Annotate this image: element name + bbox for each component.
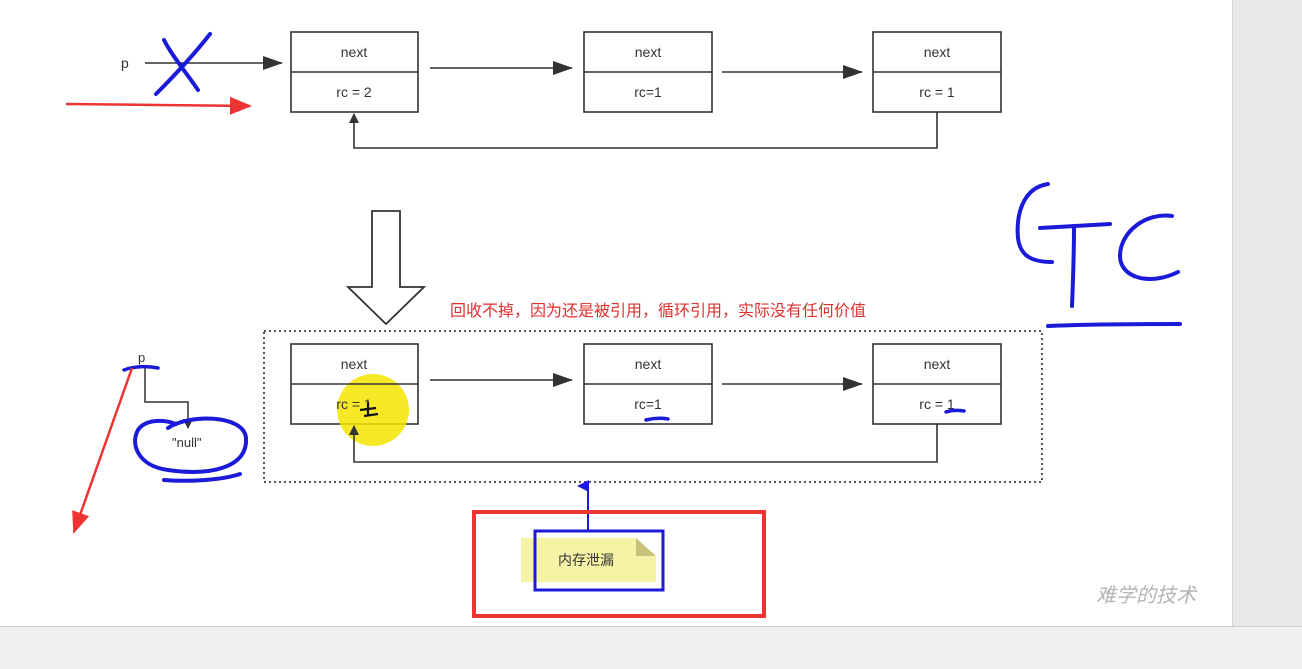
null-label: "null" [172,435,202,450]
blue-underline-mark [644,416,670,422]
pointer-to-null-arrow [144,368,193,429]
top-node-1: next rc = 2 [290,31,419,113]
node-rc-label: rc=1 [634,84,662,100]
blue-underline-mark [944,408,966,414]
node-rc-label: rc = 1 [919,84,955,100]
handwritten-minus-mark [359,402,379,418]
top-node-2: next rc=1 [583,31,713,113]
node-next-label: next [635,356,662,372]
top-node-3: next rc = 1 [872,31,1002,113]
handwritten-gc [1015,182,1182,328]
blue-pointer-underline [122,364,160,372]
bottom-node-3: next rc = 1 [872,343,1002,425]
annotation-text: 回收不掉，因为还是被引用，循环引用，实际没有任何价值 [450,301,866,320]
slide-canvas: p next rc = 2 next rc=1 [0,0,1232,626]
memory-leak-callout: 内存泄漏 [472,510,766,618]
red-marker-arrow-bottom [72,367,134,534]
node-next-label: next [635,44,662,60]
right-scroll-rail[interactable] [1232,0,1302,626]
node-rc-label: rc = 1 [919,396,955,412]
node-next-label: next [341,356,368,372]
top-pointer-label: p [121,55,129,71]
top-cycle-back-arrow [349,112,938,149]
handwritten-x-mark [162,38,200,92]
blue-circle-null [133,416,249,474]
transition-down-arrow [345,210,427,326]
red-highlight-frame [472,510,766,618]
node-next-label: next [924,356,951,372]
top-diagram: p next rc = 2 next rc=1 [65,31,1002,149]
node-rc-label: rc = 1 [336,396,372,412]
node-next-label: next [924,44,951,60]
bottom-node-2: next rc=1 [583,343,713,425]
bottom-pointer-label: p [138,350,145,365]
node-next-label: next [341,44,368,60]
node-rc-label: rc=1 [634,396,662,412]
diagram-svg: p next rc = 2 next rc=1 [65,31,1198,618]
node-rc-label: rc = 2 [336,84,372,100]
bottom-cycle-back-arrow [349,424,938,463]
bottom-status-bar [0,626,1302,669]
bottom-diagram: next rc = 1 next rc=1 next rc [72,330,1043,534]
watermark: 难学的技术 [1096,583,1198,607]
sticky-note [521,538,656,582]
red-marker-arrow-top [65,96,252,115]
sticky-note-text: 内存泄漏 [558,553,614,569]
bottom-node-1: next rc = 1 [290,343,419,446]
blue-note-frame [533,529,665,592]
